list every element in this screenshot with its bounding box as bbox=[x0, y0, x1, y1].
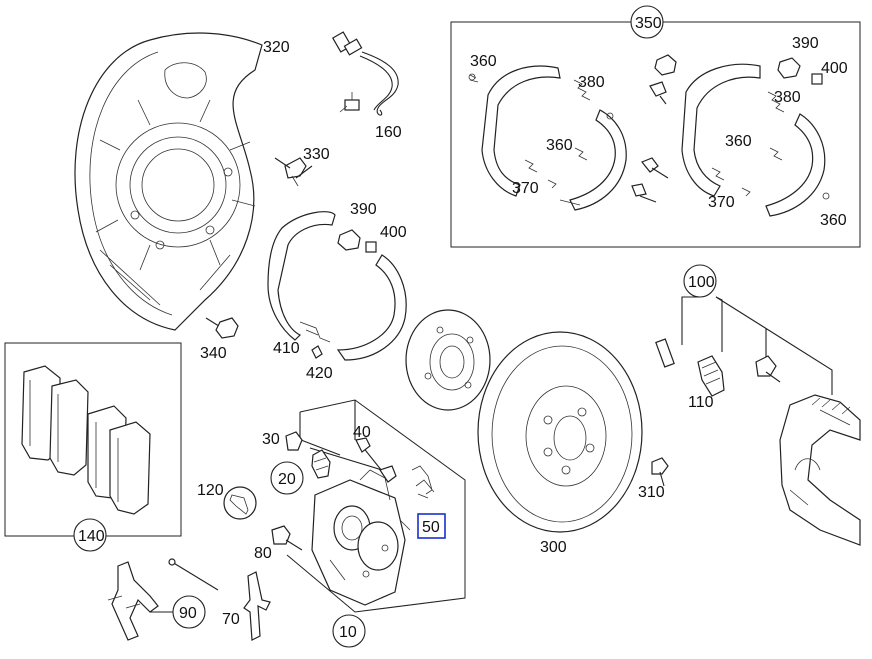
brake-pads-140 bbox=[21, 365, 151, 515]
label-360-c: 360 bbox=[725, 133, 752, 150]
bolt-340 bbox=[205, 317, 239, 339]
bleeder-20 bbox=[311, 449, 331, 479]
brake-shoes-right-set bbox=[681, 57, 830, 217]
callout-350 bbox=[630, 5, 664, 39]
label-400-a: 400 bbox=[821, 60, 848, 77]
label-380-b: 380 bbox=[774, 89, 801, 106]
label-390-a: 390 bbox=[792, 35, 819, 52]
label-360-d: 360 bbox=[820, 212, 847, 229]
callout-lines-100 bbox=[681, 296, 833, 395]
label-140: 140 bbox=[78, 528, 105, 545]
label-70: 70 bbox=[222, 611, 240, 628]
caliper-frame bbox=[286, 399, 466, 613]
callout-10 bbox=[332, 614, 366, 648]
label-310: 310 bbox=[638, 484, 665, 501]
label-40: 40 bbox=[353, 424, 371, 441]
backing-plate-320 bbox=[74, 32, 263, 331]
wrench-icon bbox=[223, 486, 257, 520]
brake-shoes-left-set bbox=[468, 65, 627, 211]
caliper-10 bbox=[311, 469, 411, 606]
label-370-b: 370 bbox=[708, 194, 735, 211]
bolt-40 bbox=[355, 437, 397, 483]
wheel-hub bbox=[405, 309, 491, 411]
label-380-a: 380 bbox=[578, 74, 605, 91]
label-320: 320 bbox=[263, 39, 290, 56]
label-330: 330 bbox=[303, 146, 330, 163]
label-90: 90 bbox=[179, 605, 197, 622]
label-420: 420 bbox=[306, 365, 333, 382]
label-50: 50 bbox=[422, 519, 440, 536]
label-360-b: 360 bbox=[546, 137, 573, 154]
caliper-carrier bbox=[779, 394, 861, 546]
label-340: 340 bbox=[200, 345, 227, 362]
label-300: 300 bbox=[540, 539, 567, 556]
label-10: 10 bbox=[339, 624, 357, 641]
label-350: 350 bbox=[635, 15, 662, 32]
label-110: 110 bbox=[688, 394, 714, 411]
label-410: 410 bbox=[273, 340, 300, 357]
label-120: 120 bbox=[197, 482, 224, 499]
caliper-frame-inner bbox=[287, 400, 383, 471]
clip-50 bbox=[411, 465, 435, 499]
clip-70 bbox=[243, 571, 271, 641]
label-360-a: 360 bbox=[470, 53, 497, 70]
wear-sensor-160 bbox=[331, 31, 399, 116]
label-20: 20 bbox=[278, 471, 296, 488]
brake-disc-300 bbox=[477, 331, 643, 533]
label-390-b: 390 bbox=[350, 201, 377, 218]
label-80: 80 bbox=[254, 545, 272, 562]
label-160: 160 bbox=[375, 124, 402, 141]
parking-brake-shoe bbox=[267, 211, 407, 361]
callout-140 bbox=[73, 518, 107, 552]
label-100: 100 bbox=[688, 274, 715, 291]
callout-50-box bbox=[417, 513, 446, 539]
bolt-330 bbox=[274, 157, 313, 187]
callout-20 bbox=[270, 461, 304, 495]
label-370-a: 370 bbox=[512, 180, 539, 197]
cap-30 bbox=[285, 431, 303, 451]
label-30: 30 bbox=[262, 431, 280, 448]
bolt-80 bbox=[271, 525, 303, 551]
screw-310 bbox=[651, 457, 669, 487]
guide-pins-110 bbox=[655, 338, 781, 397]
pin-90 bbox=[107, 558, 219, 641]
adjuster-parts-kit bbox=[631, 54, 677, 203]
label-400-b: 400 bbox=[380, 224, 407, 241]
parking-brake-kit-frame bbox=[450, 21, 861, 248]
